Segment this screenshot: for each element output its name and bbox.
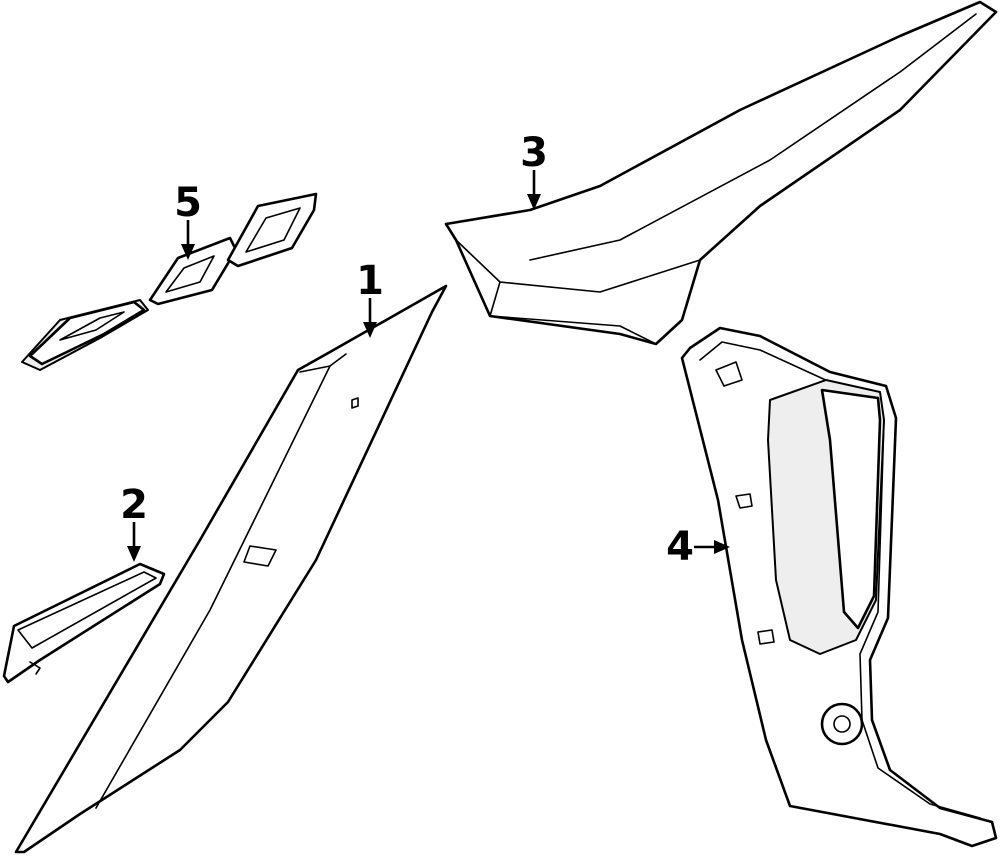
callout-4[interactable]: 4 bbox=[666, 524, 730, 570]
callout-2-label: 2 bbox=[120, 482, 148, 528]
callout-5-label: 5 bbox=[174, 180, 202, 226]
callout-2[interactable]: 2 bbox=[120, 482, 148, 562]
small-trim-strip-part[interactable] bbox=[2, 562, 166, 684]
quarter-trim-panel-part[interactable] bbox=[680, 326, 998, 848]
callout-5[interactable]: 5 bbox=[174, 180, 202, 260]
pillar-trim-part[interactable] bbox=[14, 284, 448, 854]
callout-3[interactable]: 3 bbox=[520, 130, 548, 210]
callout-1[interactable]: 1 bbox=[356, 258, 384, 338]
emblem-part[interactable] bbox=[21, 192, 318, 371]
callout-4-label: 4 bbox=[666, 524, 694, 570]
callout-3-label: 3 bbox=[520, 130, 548, 176]
callout-1-label: 1 bbox=[356, 258, 384, 304]
upper-garnish-panel-part[interactable] bbox=[444, 0, 998, 346]
